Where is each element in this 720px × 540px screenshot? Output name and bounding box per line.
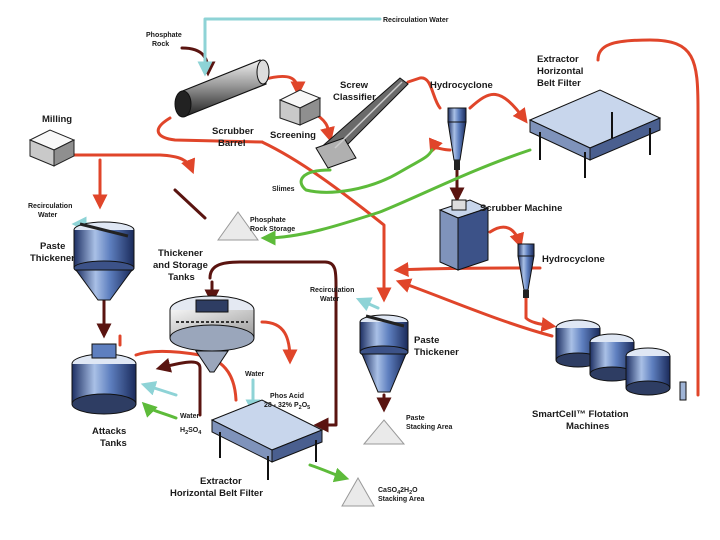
label-extractor-bottom-1: Extractor xyxy=(200,476,242,487)
label-paste-stacking-2: Stacking Area xyxy=(406,424,453,431)
flow-phos-acid xyxy=(260,320,298,365)
label-phos-acid-2: 28 - 32% P2O5 xyxy=(264,402,310,411)
label-recirc-water-mid-1: Recirculation xyxy=(310,287,354,294)
label-smartcell-2: Machines xyxy=(566,421,609,432)
label-water-bottom: Water xyxy=(180,413,199,420)
label-extractor-top-1: Extractor xyxy=(537,54,579,65)
flow-water-attack xyxy=(140,381,178,397)
flow-flotation-return2 xyxy=(393,262,542,277)
label-extractor-bottom-2: Horizontal Belt Filter xyxy=(170,488,263,499)
screening-box xyxy=(278,89,322,126)
phosphate-rock-storage-pile xyxy=(217,211,259,241)
flow-milling-feed xyxy=(68,153,196,175)
flow-extractor-loop xyxy=(596,38,700,397)
label-paste-thickener-mid-2: Thickener xyxy=(414,347,459,358)
milling-box xyxy=(28,129,76,167)
belt-filter-bottom xyxy=(210,399,324,480)
label-thickener-storage-1: Thickener xyxy=(158,248,203,259)
label-hydrocyclone-top: Hydrocyclone xyxy=(430,80,493,91)
label-extractor-top-3: Belt Filter xyxy=(537,78,581,89)
label-h2so4: H2SO4 xyxy=(180,427,202,436)
hydrocyclone-top xyxy=(447,107,467,170)
label-phos-acid-1: Phos Acid xyxy=(270,393,304,400)
label-phosphate-rock-2: Rock xyxy=(152,41,169,48)
belt-filter-top xyxy=(528,89,662,178)
label-thickener-storage-3: Tanks xyxy=(168,272,195,283)
label-hydrocyclone-right: Hydrocyclone xyxy=(542,254,605,265)
label-recirc-water-left-2: Water xyxy=(38,212,57,219)
label-recirc-water-mid-2: Water xyxy=(320,296,339,303)
flow-extractor-attack xyxy=(155,358,202,417)
flow-recirc-mid xyxy=(355,297,380,312)
flow-recirc-water-top xyxy=(197,17,382,77)
label-scrubber-barrel-1: Scrubber xyxy=(212,126,254,137)
label-smartcell-1: SmartCell™ Flotation xyxy=(532,409,629,420)
label-attacks-tanks-2: Tanks xyxy=(100,438,127,449)
label-slimes: Slimes xyxy=(272,186,295,193)
label-screening: Screening xyxy=(270,130,316,141)
label-recirculation-water-top: Recirculation Water xyxy=(383,17,449,24)
flow-hydro-return xyxy=(428,137,452,155)
paste-thickener-left xyxy=(73,221,135,301)
paste-stacking-pile xyxy=(362,419,406,445)
flow-h2so4-attack xyxy=(141,401,178,420)
label-water-top: Water xyxy=(245,371,264,378)
label-recirc-water-left-1: Recirculation xyxy=(28,203,72,210)
label-phosphate-rock-storage-2: Rock Storage xyxy=(250,226,295,233)
label-scrubber-barrel-2: Barrel xyxy=(218,138,245,149)
thickener-storage-tanks xyxy=(169,295,255,373)
scrubber-machine xyxy=(438,199,490,271)
label-caso4-2: Stacking Area xyxy=(378,496,425,503)
flow-green-slimes xyxy=(299,148,434,194)
label-screw-classifier-2: Classifier xyxy=(333,92,376,103)
label-paste-thickener-left-2: Thickener xyxy=(30,253,75,264)
label-milling: Milling xyxy=(42,114,72,125)
flow-barrel-return xyxy=(156,116,264,144)
smartcell-flotation-machines xyxy=(555,319,687,401)
flow-flotation-return xyxy=(395,278,554,338)
hydrocyclone-right xyxy=(517,243,535,298)
label-caso4-1: CaSO42H2O xyxy=(378,487,418,496)
flow-storage-loop xyxy=(208,260,338,433)
flow-classifier-hydrocyclone xyxy=(406,76,442,110)
attacks-tanks xyxy=(71,343,137,415)
flow-green-extractor xyxy=(260,148,532,246)
screw-classifier xyxy=(315,77,409,169)
paste-thickener-mid xyxy=(359,314,409,393)
gypsum-stacking-pile xyxy=(341,476,375,507)
label-extractor-top-2: Horizontal xyxy=(537,66,583,77)
flow-dark-storage xyxy=(173,188,207,220)
flow-scrubber-hydro2 xyxy=(488,225,525,249)
label-thickener-storage-2: and Storage xyxy=(153,260,208,271)
label-attacks-tanks-1: Attacks xyxy=(92,426,126,437)
label-scrubber-machine: Scrubber Machine xyxy=(480,203,562,214)
label-paste-thickener-mid-1: Paste xyxy=(414,335,439,346)
label-paste-stacking-1: Paste xyxy=(406,415,425,422)
label-phosphate-rock-1: Phosphate xyxy=(146,32,182,39)
flow-diagonal-thickener xyxy=(260,140,392,303)
label-paste-thickener-left-1: Paste xyxy=(40,241,65,252)
label-phosphate-rock-storage-1: Phosphate xyxy=(250,217,286,224)
flow-hydro2-flotation xyxy=(524,294,557,332)
flow-extractor-gypsum xyxy=(308,463,350,483)
label-screw-classifier-1: Screw xyxy=(340,80,369,91)
scrubber-barrel xyxy=(174,59,270,118)
flow-hydro-extractor xyxy=(468,92,528,124)
